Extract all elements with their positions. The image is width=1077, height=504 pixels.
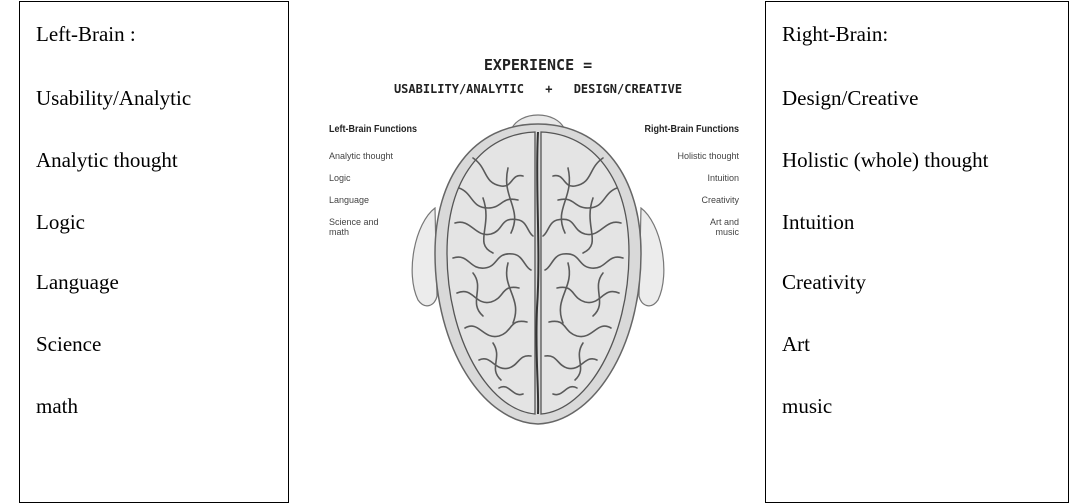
list-item: Analytic thought — [36, 148, 178, 172]
list-item: music — [782, 394, 833, 418]
list-item: Art — [782, 332, 810, 356]
list-item: Art and music — [709, 217, 739, 237]
figure-title: EXPERIENCE = — [483, 56, 593, 74]
subtitle-left: USABILITY/ANALYTIC — [393, 82, 524, 96]
figure-subtitle: USABILITY/ANALYTIC + DESIGN/CREATIVE — [323, 82, 753, 96]
list-item: Usability/Analytic — [36, 86, 192, 110]
brain-figure: EXPERIENCE = USABILITY/ANALYTIC + DESIGN… — [323, 48, 753, 432]
list-item: Creativity — [782, 270, 866, 294]
list-item: Language — [36, 270, 119, 294]
right-ear-shape — [638, 206, 665, 307]
right-gyri — [542, 157, 624, 396]
brain-illustration — [411, 114, 665, 425]
list-item: Intuition — [707, 173, 739, 183]
list-item: Logic — [36, 210, 85, 234]
central-fissure — [535, 131, 540, 415]
list-item: Creativity — [701, 195, 739, 205]
list-item: Language — [329, 195, 370, 205]
list-item: Design/Creative — [782, 86, 919, 110]
subtitle-right: DESIGN/CREATIVE — [573, 82, 683, 96]
right-functions-list: Holistic thought Intuition Creativity Ar… — [677, 151, 739, 239]
left-hemisphere — [446, 131, 536, 415]
list-item: Analytic thought — [329, 151, 394, 161]
left-gyri — [452, 157, 534, 396]
left-functions-list: Analytic thought Logic Language Science … — [329, 151, 393, 239]
list-item: Intuition — [782, 210, 855, 234]
subtitle-plus: + — [545, 82, 553, 96]
right-brain-heading: Right-Brain: — [782, 22, 889, 46]
left-ear-shape — [411, 206, 438, 307]
right-brain-panel: Right-Brain: Design/Creative Holistic (w… — [765, 1, 1069, 503]
left-brain-panel: Left-Brain : Usability/Analytic Analytic… — [19, 1, 289, 503]
list-item: Holistic (whole) thought — [782, 148, 989, 172]
list-item: Holistic thought — [677, 151, 739, 161]
list-item: math — [36, 394, 78, 418]
right-hemisphere — [540, 131, 630, 415]
list-item: Science and math — [329, 217, 379, 237]
left-functions-heading: Left-Brain Functions — [329, 124, 418, 135]
list-item: Logic — [329, 173, 351, 183]
right-functions-heading: Right-Brain Functions — [644, 124, 740, 135]
list-item: Science — [36, 332, 102, 356]
left-brain-heading: Left-Brain : — [36, 22, 136, 46]
